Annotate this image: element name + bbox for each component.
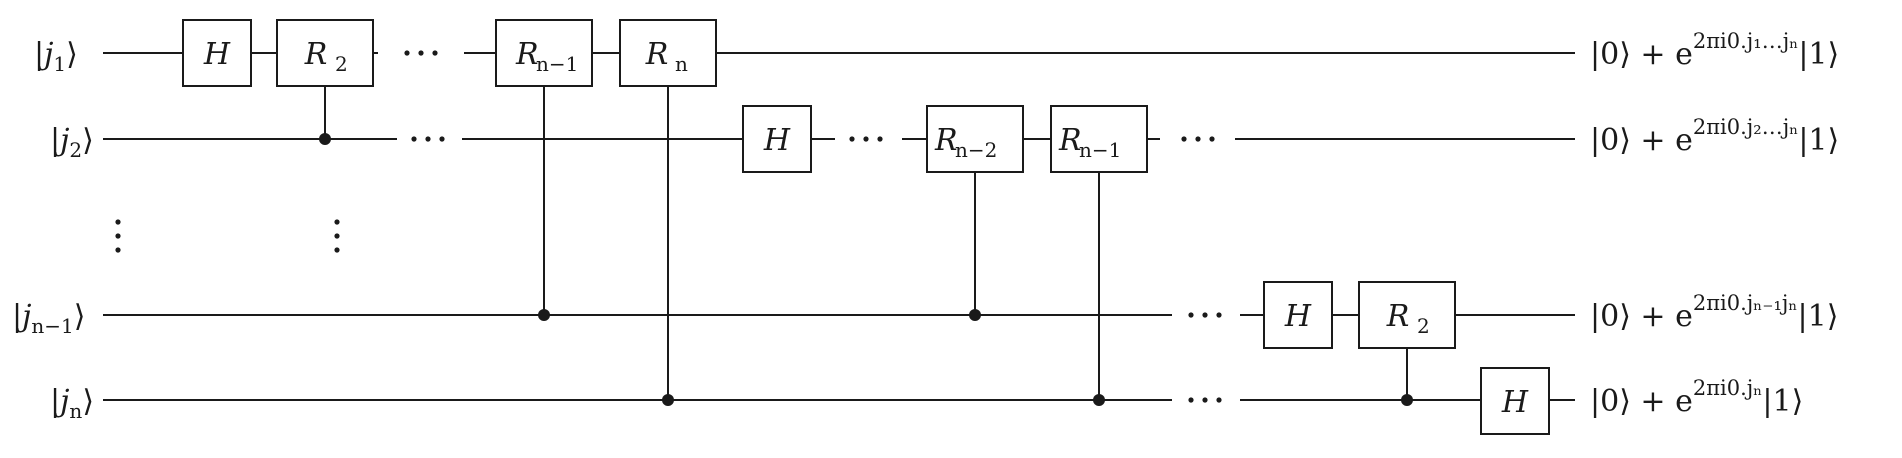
input-kets: |j1⟩ |j2⟩ |jn−1⟩ |jn⟩ [12,37,94,423]
gate-r2-qn1: R 2 [1358,281,1456,349]
gate-rn1-q2: R n−1 [1050,105,1148,173]
output-state-q1: |0⟩ + e2πi0.j₁…jₙ|1⟩ [1590,29,1839,72]
svg-text:R: R [1386,299,1410,334]
input-ket-j1: |j1⟩ [34,37,78,76]
output-state-q2: |0⟩ + e2πi0.j₂…jₙ|1⟩ [1590,115,1839,158]
ellipsis-qn1 [1188,312,1222,318]
horizontal-ellipses [404,50,1222,403]
svg-text:H: H [1501,385,1529,420]
input-ket-jn1: |jn−1⟩ [12,299,86,338]
control-dot-rn-on-qn [662,394,674,406]
vertical-ellipsis-controls [334,219,340,253]
output-state-qn1: |0⟩ + e2πi0.jₙ₋₁jₙ|1⟩ [1590,291,1838,334]
control-dot-rn1-on-qn1 [538,309,550,321]
control-dot-rn2-on-qn1 [969,309,981,321]
ellipsis-q2-c [1181,136,1215,142]
svg-text:2: 2 [335,52,348,76]
output-states: |0⟩ + e2πi0.j₁…jₙ|1⟩ |0⟩ + e2πi0.j₂…jₙ|1… [1590,29,1839,419]
svg-text:R: R [645,37,669,72]
vertical-ellipses [115,219,340,253]
gate-h-q1: H [182,19,252,87]
svg-text:R: R [934,123,958,158]
input-ket-jn: |jn⟩ [50,384,94,423]
gate-r2-q1: R 2 [276,19,374,87]
control-dot-r2-on-qn [1401,394,1413,406]
gate-rn2-q2: R n−2 [926,105,1024,173]
gate-rn-q1: R n [619,19,717,87]
svg-text:2: 2 [1417,314,1430,338]
gate-h-qn: H [1480,367,1550,435]
gate-h-q2: H [742,105,812,173]
svg-text:H: H [763,123,791,158]
vertical-ellipsis-inputs [115,219,121,253]
control-dot-r2-on-q2 [319,133,331,145]
gate-rn1-q1: R n−1 [495,19,593,87]
ellipsis-q2-a [411,136,445,142]
svg-text:H: H [1284,299,1312,334]
svg-text:H: H [203,37,231,72]
svg-text:R: R [304,37,328,72]
svg-text:n−1: n−1 [536,52,578,76]
svg-text:R: R [1058,123,1082,158]
control-lines [324,86,1408,400]
svg-text:R: R [515,37,539,72]
ellipsis-q1 [404,50,438,56]
gate-h-qn1: H [1263,281,1333,349]
output-state-qn: |0⟩ + e2πi0.jₙ|1⟩ [1590,376,1803,419]
ellipsis-q2-b [849,136,883,142]
qubit-wires [103,52,1575,401]
control-dot-rn1-on-qn [1093,394,1105,406]
gates: H R 2 R n−1 R n H R n−2 [182,19,1550,435]
svg-text:n−1: n−1 [1079,138,1121,162]
control-dots [319,133,1413,406]
input-ket-j2: |j2⟩ [50,123,94,162]
ellipsis-qn [1188,397,1222,403]
svg-text:n: n [675,52,688,76]
svg-text:n−2: n−2 [955,138,997,162]
